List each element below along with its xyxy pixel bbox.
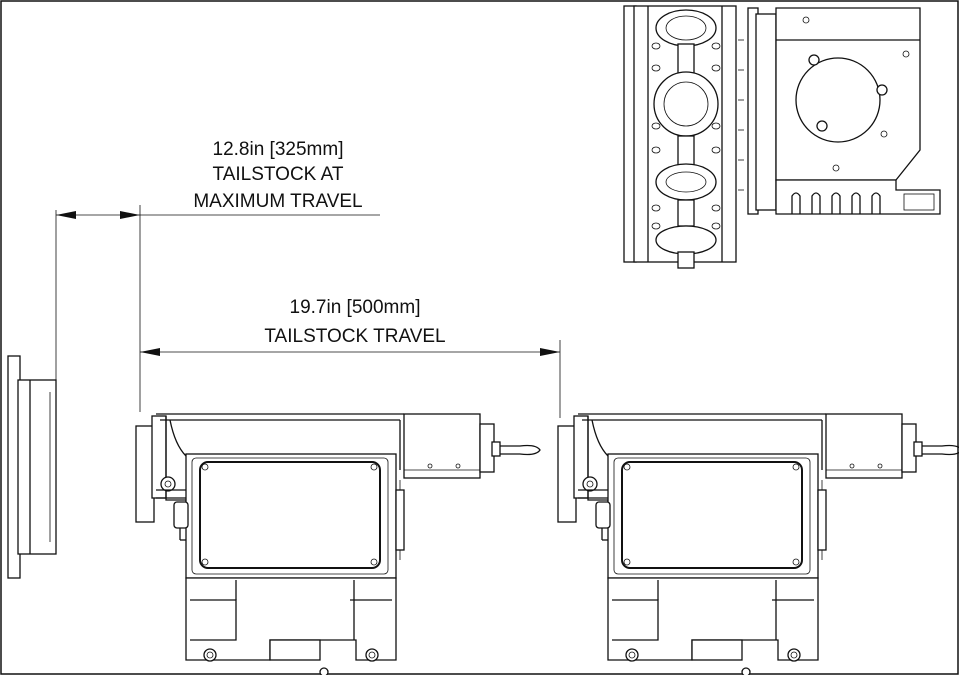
inset-end-view [623, 5, 941, 269]
dim1-label-line2: TAILSTOCK AT [213, 164, 344, 185]
dim2-label: TAILSTOCK TRAVEL [264, 326, 445, 347]
dimension-max-travel: 12.8in [325mm] TAILSTOCK AT MAXIMUM TRAV… [56, 139, 380, 219]
headstock-faceplate [7, 355, 57, 579]
tailstock-position-2 [557, 413, 959, 675]
tailstock-position-1 [135, 413, 541, 675]
dimension-tailstock-travel: 19.7in [500mm] TAILSTOCK TRAVEL [140, 297, 560, 356]
dim1-label-line3: MAXIMUM TRAVEL [193, 191, 362, 212]
extension-lines [55, 205, 561, 418]
dim1-value: 12.8in [325mm] [213, 139, 344, 160]
dim2-value: 19.7in [500mm] [290, 297, 421, 318]
